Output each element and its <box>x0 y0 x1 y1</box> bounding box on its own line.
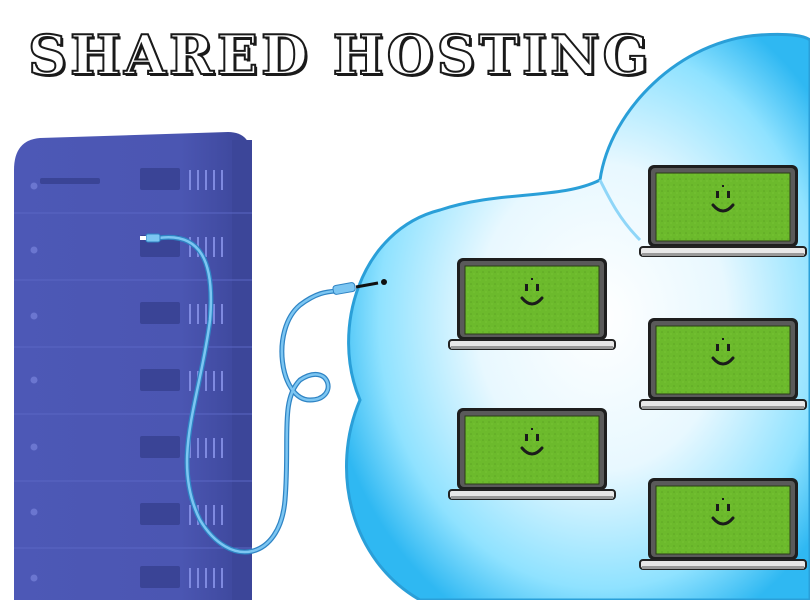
network-cable-icon <box>140 233 387 555</box>
laptop-icon <box>447 406 617 501</box>
laptop-icon <box>447 256 617 351</box>
laptop-icon <box>638 316 808 411</box>
laptop-icon <box>638 163 808 258</box>
laptop-icon <box>638 476 808 571</box>
server-rack-icon <box>14 132 252 600</box>
page-title: SHARED HOSTING <box>27 22 652 88</box>
